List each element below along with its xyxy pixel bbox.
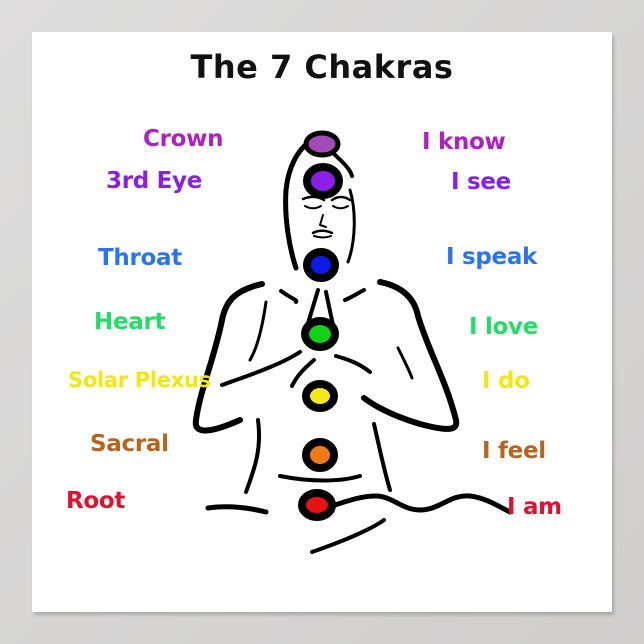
affirmation-throat: I speak [446, 244, 538, 270]
chakra-name-throat: Throat [98, 245, 182, 271]
chakra-name-solar-plexus: Solar Plexus [68, 368, 211, 392]
chakra-name-heart: Heart [94, 309, 166, 335]
affirmation-solar-plexus: I do [482, 368, 530, 394]
chakra-name-third-eye: 3rd Eye [106, 168, 203, 194]
chakra-name-root: Root [66, 488, 126, 514]
affirmation-root: I am [507, 494, 562, 520]
affirmation-heart: I love [469, 314, 539, 340]
affirmation-third-eye: I see [451, 169, 511, 195]
affirmation-sacral: I feel [482, 438, 546, 464]
chakra-name-sacral: Sacral [90, 431, 169, 457]
chakra-name-crown: Crown [143, 126, 224, 152]
poster-title: The 7 Chakras [190, 48, 454, 86]
affirmation-crown: I know [422, 129, 506, 155]
